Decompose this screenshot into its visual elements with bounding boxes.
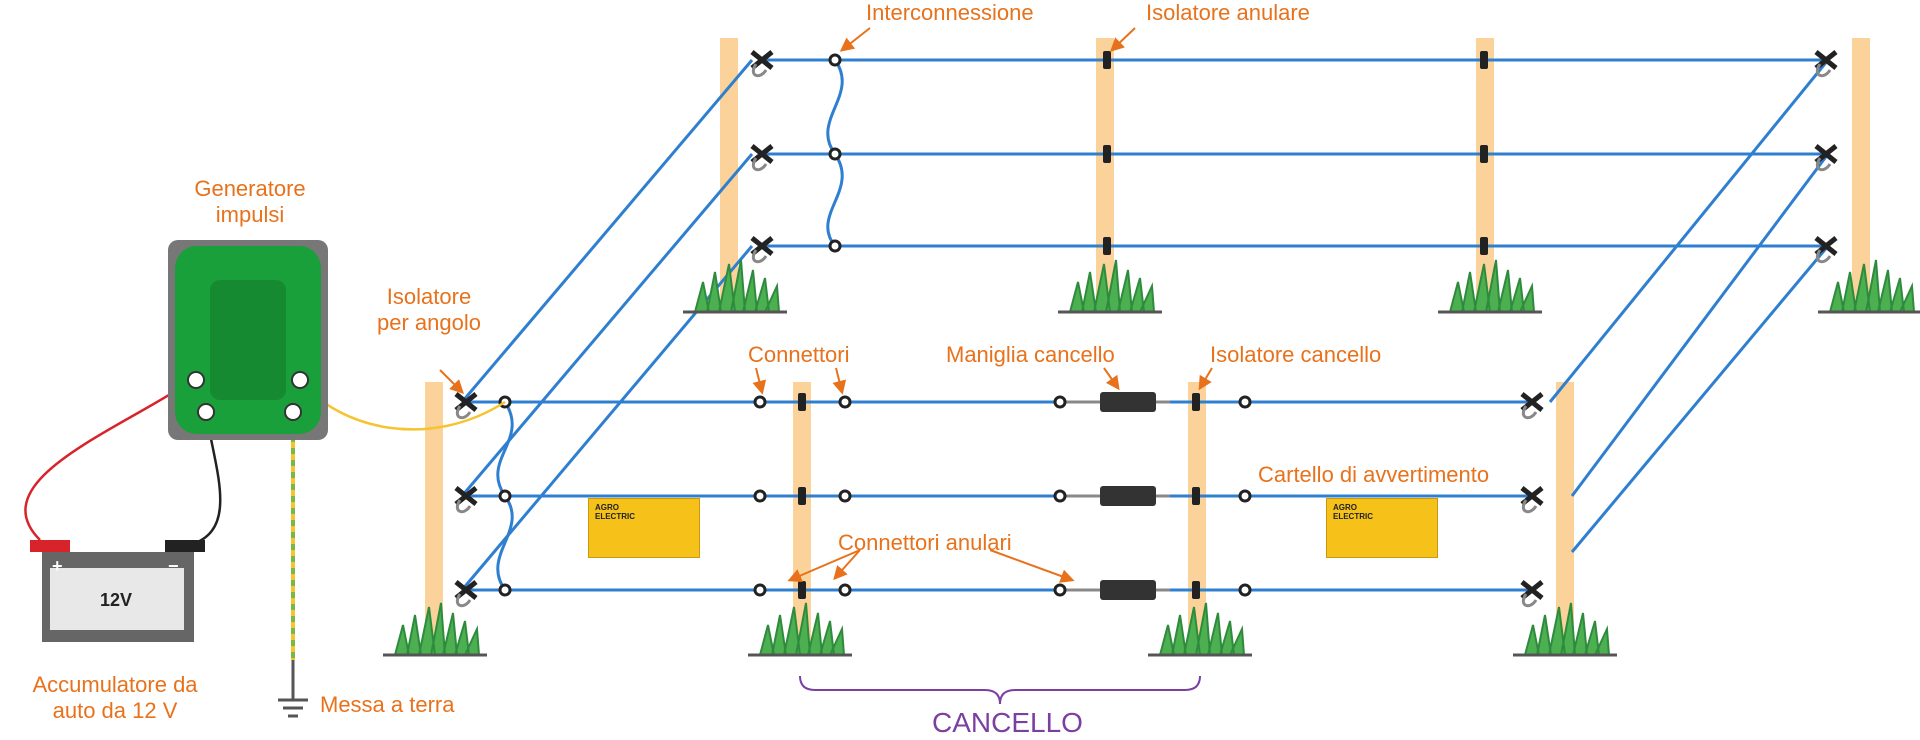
back-fence-posts	[720, 38, 1870, 300]
warning-sign-icon: AGRO ELECTRIC	[588, 498, 700, 558]
gate-handle-icon	[1100, 392, 1156, 412]
back-wires	[760, 58, 1825, 248]
label-accumulatore: Accumulatore da auto da 12 V	[32, 672, 198, 723]
warning-sign-icon: AGRO ELECTRIC	[1326, 498, 1438, 558]
label-isolatore-angolo: Isolatore per angolo	[377, 284, 481, 335]
label-maniglia-cancello: Maniglia cancello	[946, 342, 1115, 367]
sign-brand: AGRO ELECTRIC	[1333, 503, 1373, 521]
label-connettori: Connettori	[748, 342, 850, 367]
label-cartello: Cartello di avvertimento	[1258, 462, 1490, 487]
sign-brand: AGRO ELECTRIC	[595, 503, 635, 521]
battery-icon	[30, 540, 205, 642]
battery-plus: +	[52, 556, 63, 576]
gate-bracket	[799, 675, 1201, 705]
label-isolatore-cancello: Isolatore cancello	[1210, 342, 1382, 367]
front-wires	[465, 400, 1535, 592]
label-generatore: Generatore impulsi	[194, 176, 306, 227]
annotation-arrows	[439, 27, 1213, 583]
label-interconnessione: Interconnessione	[866, 0, 1034, 25]
label-connettori-anulari: Connettori anulari	[838, 530, 1012, 555]
battery-voltage: 12V	[100, 590, 133, 610]
label-messa-a-terra: Messa a terra	[320, 692, 455, 717]
label-isolatore-anulare: Isolatore anulare	[1146, 0, 1310, 25]
battery-minus: −	[168, 556, 179, 576]
gate-handles	[1060, 392, 1170, 600]
label-cancello: CANCELLO	[932, 707, 1083, 738]
ground-icon	[278, 660, 308, 718]
generator-icon	[168, 240, 328, 440]
